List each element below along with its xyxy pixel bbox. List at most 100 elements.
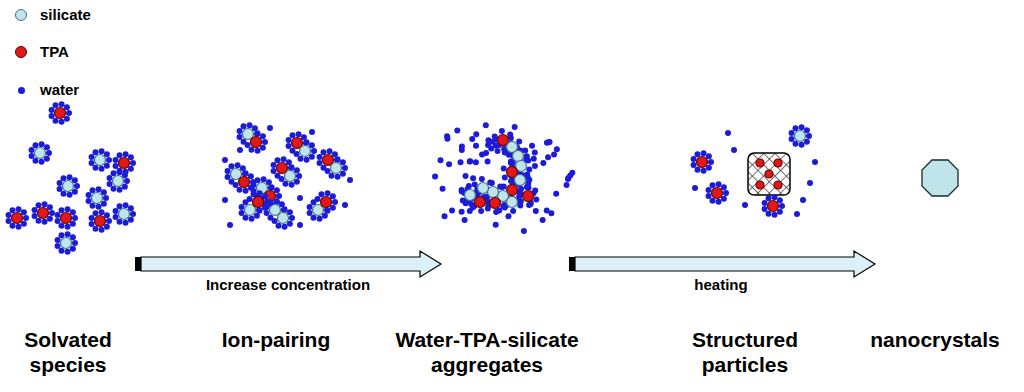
water-dot <box>564 182 570 188</box>
water-dot <box>65 224 71 230</box>
water-dot <box>526 202 532 208</box>
water-dot <box>286 137 292 143</box>
water-dot <box>742 202 748 208</box>
water-dot <box>317 154 323 160</box>
tpa-ion <box>251 137 262 148</box>
water-dot <box>123 220 129 226</box>
water-dot <box>67 192 73 198</box>
water-dot <box>335 156 341 162</box>
water-dot <box>66 110 72 116</box>
water-dot <box>307 210 313 216</box>
legend-label: silicate <box>40 6 91 23</box>
water-dot <box>311 215 317 221</box>
water-dot <box>807 180 813 186</box>
water-dot <box>789 130 795 136</box>
water-dot <box>124 178 130 184</box>
water-dot <box>237 134 243 140</box>
silicate-ion <box>63 181 74 192</box>
water-dot <box>532 163 538 169</box>
water-dot <box>495 148 501 154</box>
water-dot <box>478 208 484 214</box>
water-dot <box>262 139 268 145</box>
silicate-ion <box>515 175 526 186</box>
water-dot <box>271 162 277 168</box>
silicate-ion <box>478 183 489 194</box>
stage-label: Structured particles <box>670 327 820 377</box>
water-dot <box>289 215 295 221</box>
water-dot <box>462 217 468 223</box>
water-dot <box>247 122 253 128</box>
water-dot <box>251 182 257 188</box>
tpa-ion <box>712 188 723 199</box>
water-dot <box>99 209 105 215</box>
process-arrow <box>135 251 441 277</box>
water-dot <box>89 154 95 160</box>
water-dot <box>812 159 818 165</box>
water-dot <box>762 200 768 206</box>
water-dot <box>512 124 518 130</box>
stage-label: Solvated species <box>3 327 133 377</box>
water-dot <box>65 231 71 237</box>
tpa-ion <box>55 108 66 119</box>
water-dot <box>106 218 112 224</box>
silicate-ion <box>92 193 103 204</box>
water-dot <box>32 213 38 219</box>
water-dot <box>473 159 479 165</box>
water-dot <box>540 217 546 223</box>
water-dot <box>695 167 701 173</box>
water-dot <box>440 186 446 192</box>
water-dot <box>493 222 499 228</box>
water-dot <box>329 173 335 179</box>
structured-particle <box>748 153 790 195</box>
water-dot <box>99 148 105 154</box>
water-dot <box>57 186 63 192</box>
water-dot <box>454 128 460 134</box>
water-dot <box>53 102 59 108</box>
water-dot <box>459 188 465 194</box>
water-dot <box>463 173 469 179</box>
water-dot <box>16 224 22 230</box>
legend-label: TPA <box>40 43 69 60</box>
water-dot <box>237 128 243 134</box>
water-dot <box>473 143 479 149</box>
water-dot <box>46 150 52 156</box>
water-dot <box>347 177 353 183</box>
water-dot <box>53 118 59 124</box>
water-dot <box>222 197 228 203</box>
water-dot <box>281 156 287 162</box>
arrow-label: heating <box>646 276 796 294</box>
water-dot <box>708 159 714 165</box>
water-dot <box>695 151 701 157</box>
silicate-ion <box>278 213 289 224</box>
water-dot <box>57 180 63 186</box>
water-dot <box>23 215 29 221</box>
water-dot <box>806 133 812 139</box>
water-dot <box>93 165 99 171</box>
tpa-ion <box>765 170 773 178</box>
water-dot <box>304 139 310 145</box>
silicate-ion <box>465 190 476 201</box>
water-dot <box>59 101 65 107</box>
water-dot <box>706 187 712 193</box>
water-dot <box>117 187 123 193</box>
water-dot <box>113 208 119 214</box>
water-dot <box>241 123 247 129</box>
water-dot <box>710 182 716 188</box>
water-dot <box>327 148 333 154</box>
water-dot <box>317 160 323 166</box>
water-dot <box>479 152 485 158</box>
water-dot <box>61 191 67 197</box>
water-dot <box>442 213 448 219</box>
tpa-ion <box>523 191 534 202</box>
water-dot <box>61 175 67 181</box>
water-dot <box>96 204 102 210</box>
water-dot <box>799 142 805 148</box>
water-dot <box>72 240 78 246</box>
water-dot <box>233 182 239 188</box>
water-dot <box>545 154 551 160</box>
water-dot <box>96 186 102 192</box>
water-dot <box>55 237 61 243</box>
water-dot <box>794 211 800 217</box>
water-dot <box>249 147 255 153</box>
water-dot <box>548 210 554 216</box>
